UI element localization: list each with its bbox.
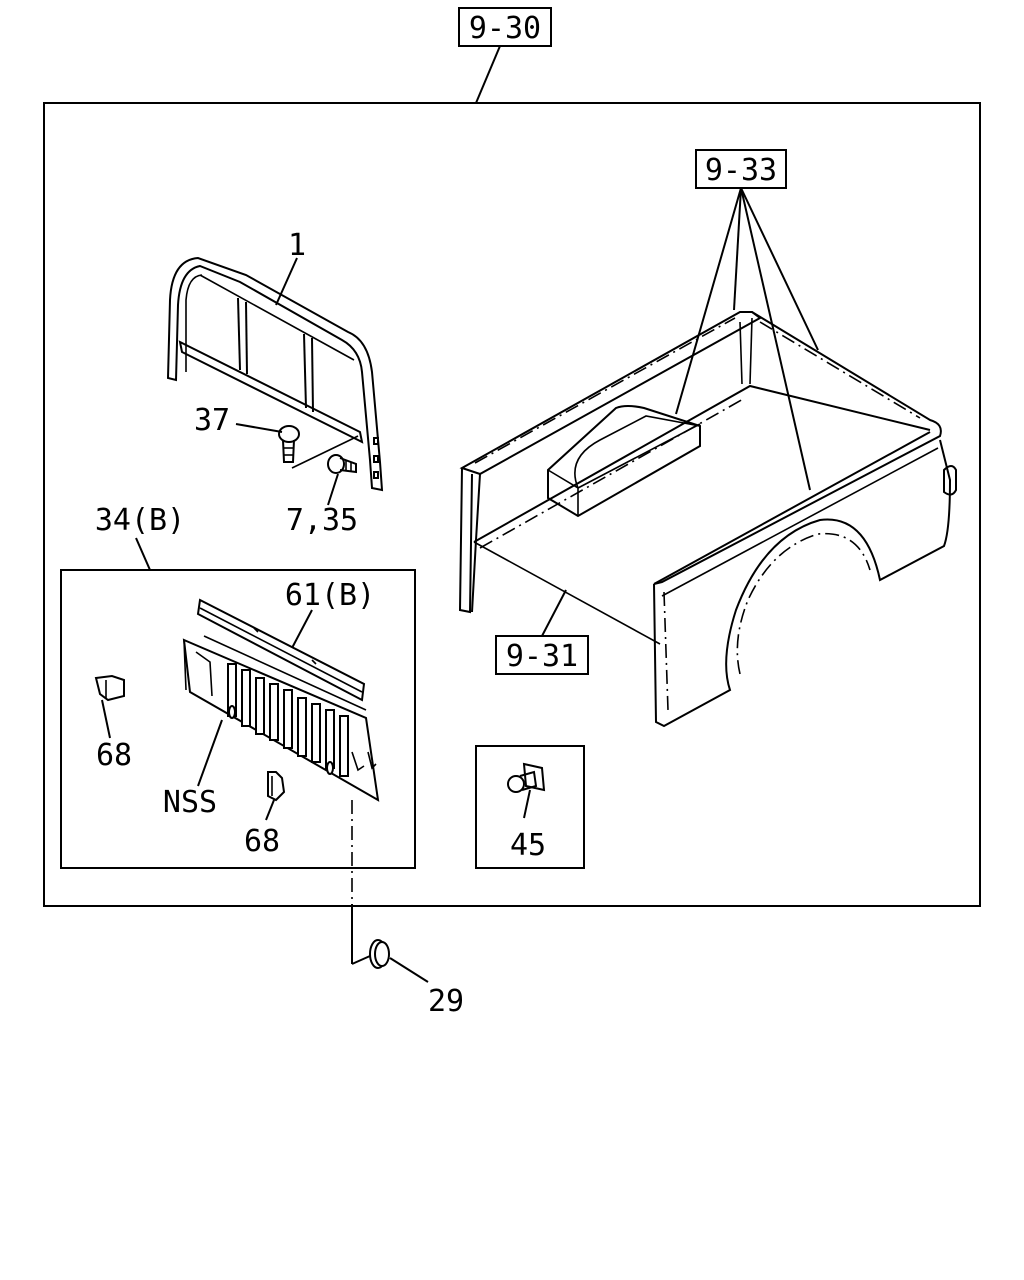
- leader-68-bottom: [265, 799, 275, 821]
- leader-9-31: [541, 589, 567, 637]
- leader-37: [235, 423, 283, 433]
- leader-1: [275, 257, 298, 306]
- leader-9-33-c: [740, 187, 819, 351]
- ref-9-31-label: 9-31: [506, 639, 578, 674]
- leader-34b: [135, 537, 151, 571]
- clip-68-left[interactable]: [94, 674, 125, 702]
- bolt-7-35[interactable]: [327, 454, 357, 474]
- ref-9-30-label: 9-30: [469, 11, 541, 46]
- callout-1: 1: [288, 228, 306, 263]
- leader-61b: [291, 609, 313, 649]
- leader-9-30: [475, 45, 501, 104]
- callout-45: 45: [510, 828, 546, 863]
- leader-9-33-a: [675, 187, 742, 415]
- leader-68-left: [101, 699, 111, 739]
- leader-9-33-d: [733, 187, 742, 311]
- callout-7-35: 7,35: [286, 503, 358, 538]
- ref-box-9-33[interactable]: 9-33: [695, 149, 787, 189]
- bolt-45[interactable]: [507, 762, 546, 793]
- callout-nss: NSS: [163, 785, 217, 820]
- truck-bed[interactable]: [458, 311, 957, 728]
- tailgate-top-rail[interactable]: [196, 598, 366, 702]
- callout-68-left: 68: [96, 738, 132, 773]
- leader-45: [523, 789, 531, 819]
- leader-37-install: [291, 435, 359, 469]
- main-frame: [43, 102, 981, 907]
- ref-box-9-31[interactable]: 9-31: [495, 635, 589, 675]
- leader-29-link: [351, 955, 371, 965]
- leader-29: [389, 957, 429, 983]
- grommet-29[interactable]: [369, 939, 390, 969]
- headboard-part[interactable]: [166, 256, 384, 492]
- callout-29: 29: [428, 984, 464, 1019]
- ref-9-33-label: 9-33: [705, 153, 777, 188]
- callout-34b: 34(B): [95, 503, 185, 538]
- ref-box-9-30[interactable]: 9-30: [458, 7, 552, 47]
- leader-9-33-b: [740, 187, 811, 491]
- tailgate-panel[interactable]: [182, 635, 380, 802]
- bolt-45-frame: [475, 745, 585, 869]
- leader-nss: [197, 719, 223, 787]
- callout-37: 37: [194, 403, 230, 438]
- tailgate-group-frame: [60, 569, 416, 869]
- clip-68-bottom[interactable]: [267, 771, 286, 802]
- bolt-37[interactable]: [278, 425, 300, 463]
- callout-68-bottom: 68: [244, 824, 280, 859]
- callout-61b: 61(B): [285, 578, 375, 613]
- leader-7-35: [327, 473, 339, 506]
